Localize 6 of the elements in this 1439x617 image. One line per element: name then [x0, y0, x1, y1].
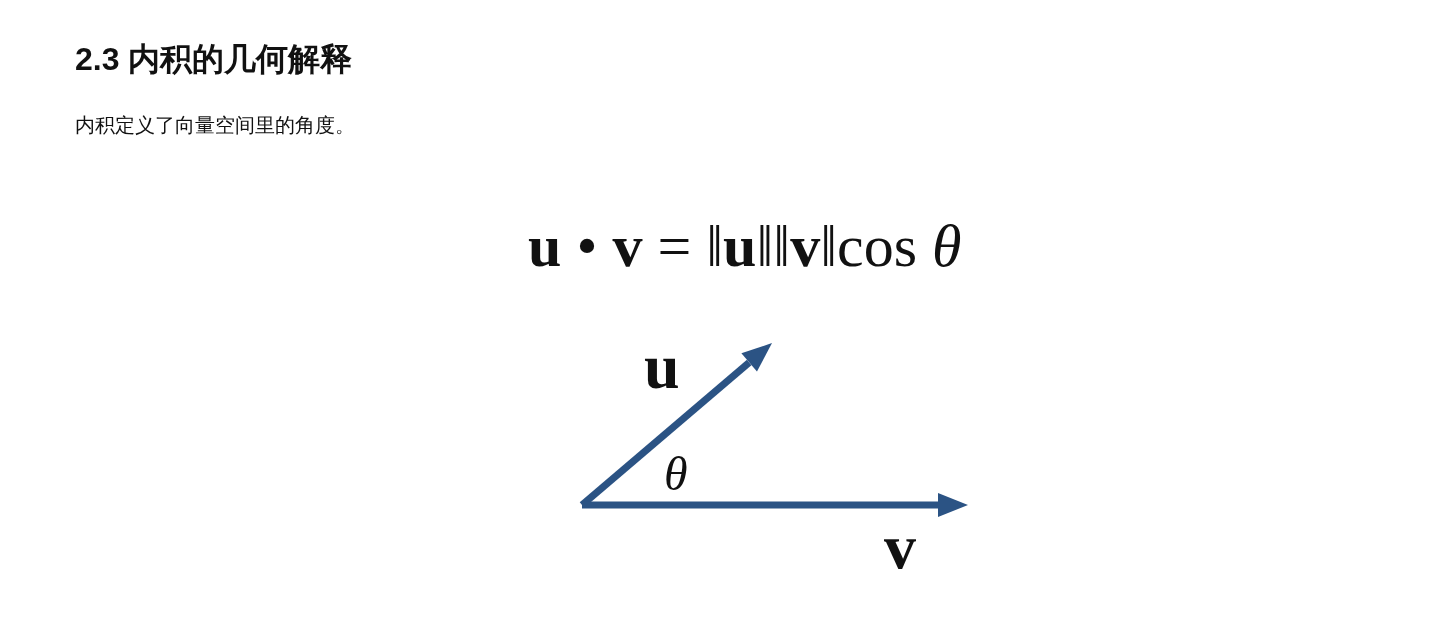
- vector-label: v: [884, 510, 916, 584]
- angle-label: θ: [664, 446, 688, 501]
- formula: u • v = ‖u‖‖v‖cos θ: [528, 212, 962, 281]
- vector-label: u: [644, 330, 680, 404]
- section-heading: 2.3 内积的几何解释: [75, 40, 353, 79]
- intro-text: 内积定义了向量空间里的角度。: [75, 112, 355, 139]
